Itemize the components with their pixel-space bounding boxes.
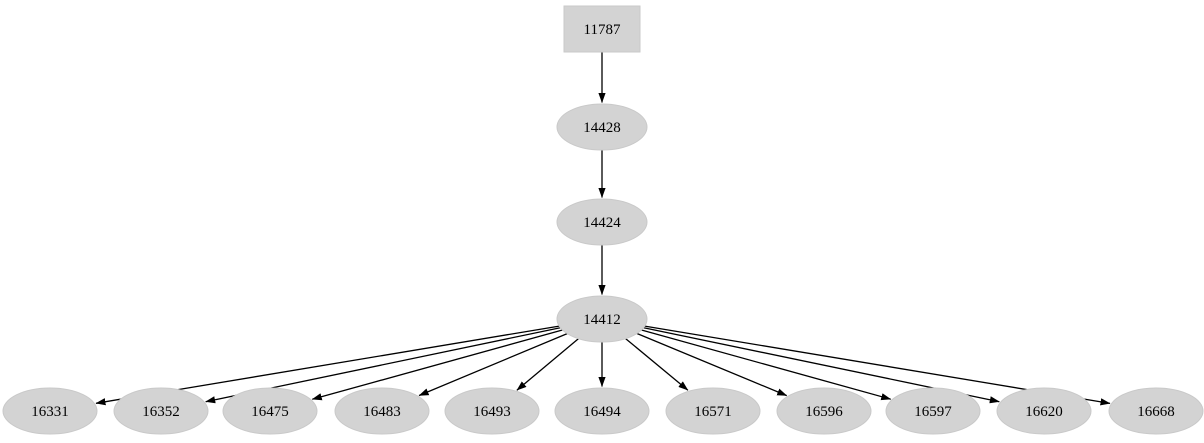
node-ellipse-shape	[2, 387, 98, 435]
node-ellipse-shape	[222, 387, 318, 435]
node-label: 14412	[583, 312, 621, 328]
node-layer: 11787 14428 14424 14412 16331 16352 16475 16483…	[2, 5, 1204, 435]
node-ellipse-shape	[554, 387, 650, 435]
node-16668: 16668	[1108, 387, 1204, 435]
node-ellipse-shape	[776, 387, 872, 435]
node-ellipse-shape	[665, 387, 761, 435]
node-ellipse-shape	[556, 198, 648, 246]
node-label: 16483	[363, 404, 401, 420]
node-14428: 14428	[556, 103, 648, 151]
node-ellipse-shape	[556, 295, 648, 343]
node-box-shape	[563, 5, 641, 53]
node-14412: 14412	[556, 295, 648, 343]
node-ellipse-shape	[444, 387, 540, 435]
node-ellipse-shape	[113, 387, 209, 435]
node-label: 16494	[583, 404, 621, 420]
node-16620: 16620	[996, 387, 1092, 435]
node-16352: 16352	[113, 387, 209, 435]
node-label: 16596	[805, 404, 843, 420]
node-16493: 16493	[444, 387, 540, 435]
node-label: 16571	[694, 404, 732, 420]
node-ellipse-shape	[334, 387, 430, 435]
node-16483: 16483	[334, 387, 430, 435]
node-ellipse-shape	[885, 387, 981, 435]
node-label: 14428	[583, 120, 621, 136]
node-label: 16331	[31, 404, 69, 420]
node-ellipse-shape	[996, 387, 1092, 435]
node-11787: 11787	[563, 5, 641, 53]
node-14424: 14424	[556, 198, 648, 246]
node-label: 14424	[583, 215, 621, 231]
node-label: 16668	[1137, 404, 1175, 420]
node-16597: 16597	[885, 387, 981, 435]
node-16494: 16494	[554, 387, 650, 435]
node-ellipse-shape	[556, 103, 648, 151]
node-label: 11787	[584, 22, 621, 38]
node-16596: 16596	[776, 387, 872, 435]
edge-14412-16493	[516, 338, 579, 391]
edge-14412-16475	[311, 329, 563, 401]
node-label: 16620	[1025, 404, 1063, 420]
node-ellipse-shape	[1108, 387, 1204, 435]
node-label: 16493	[473, 404, 511, 420]
edge-14412-16571	[625, 338, 689, 391]
node-label: 16475	[251, 404, 289, 420]
node-label: 16352	[142, 404, 180, 420]
edge-14412-16483	[418, 333, 568, 397]
edge-14412-16596	[636, 332, 788, 397]
node-16571: 16571	[665, 387, 761, 435]
node-label: 16597	[914, 404, 952, 420]
node-16331: 16331	[2, 387, 98, 435]
node-16475: 16475	[222, 387, 318, 435]
edge-14412-16597	[641, 329, 892, 401]
